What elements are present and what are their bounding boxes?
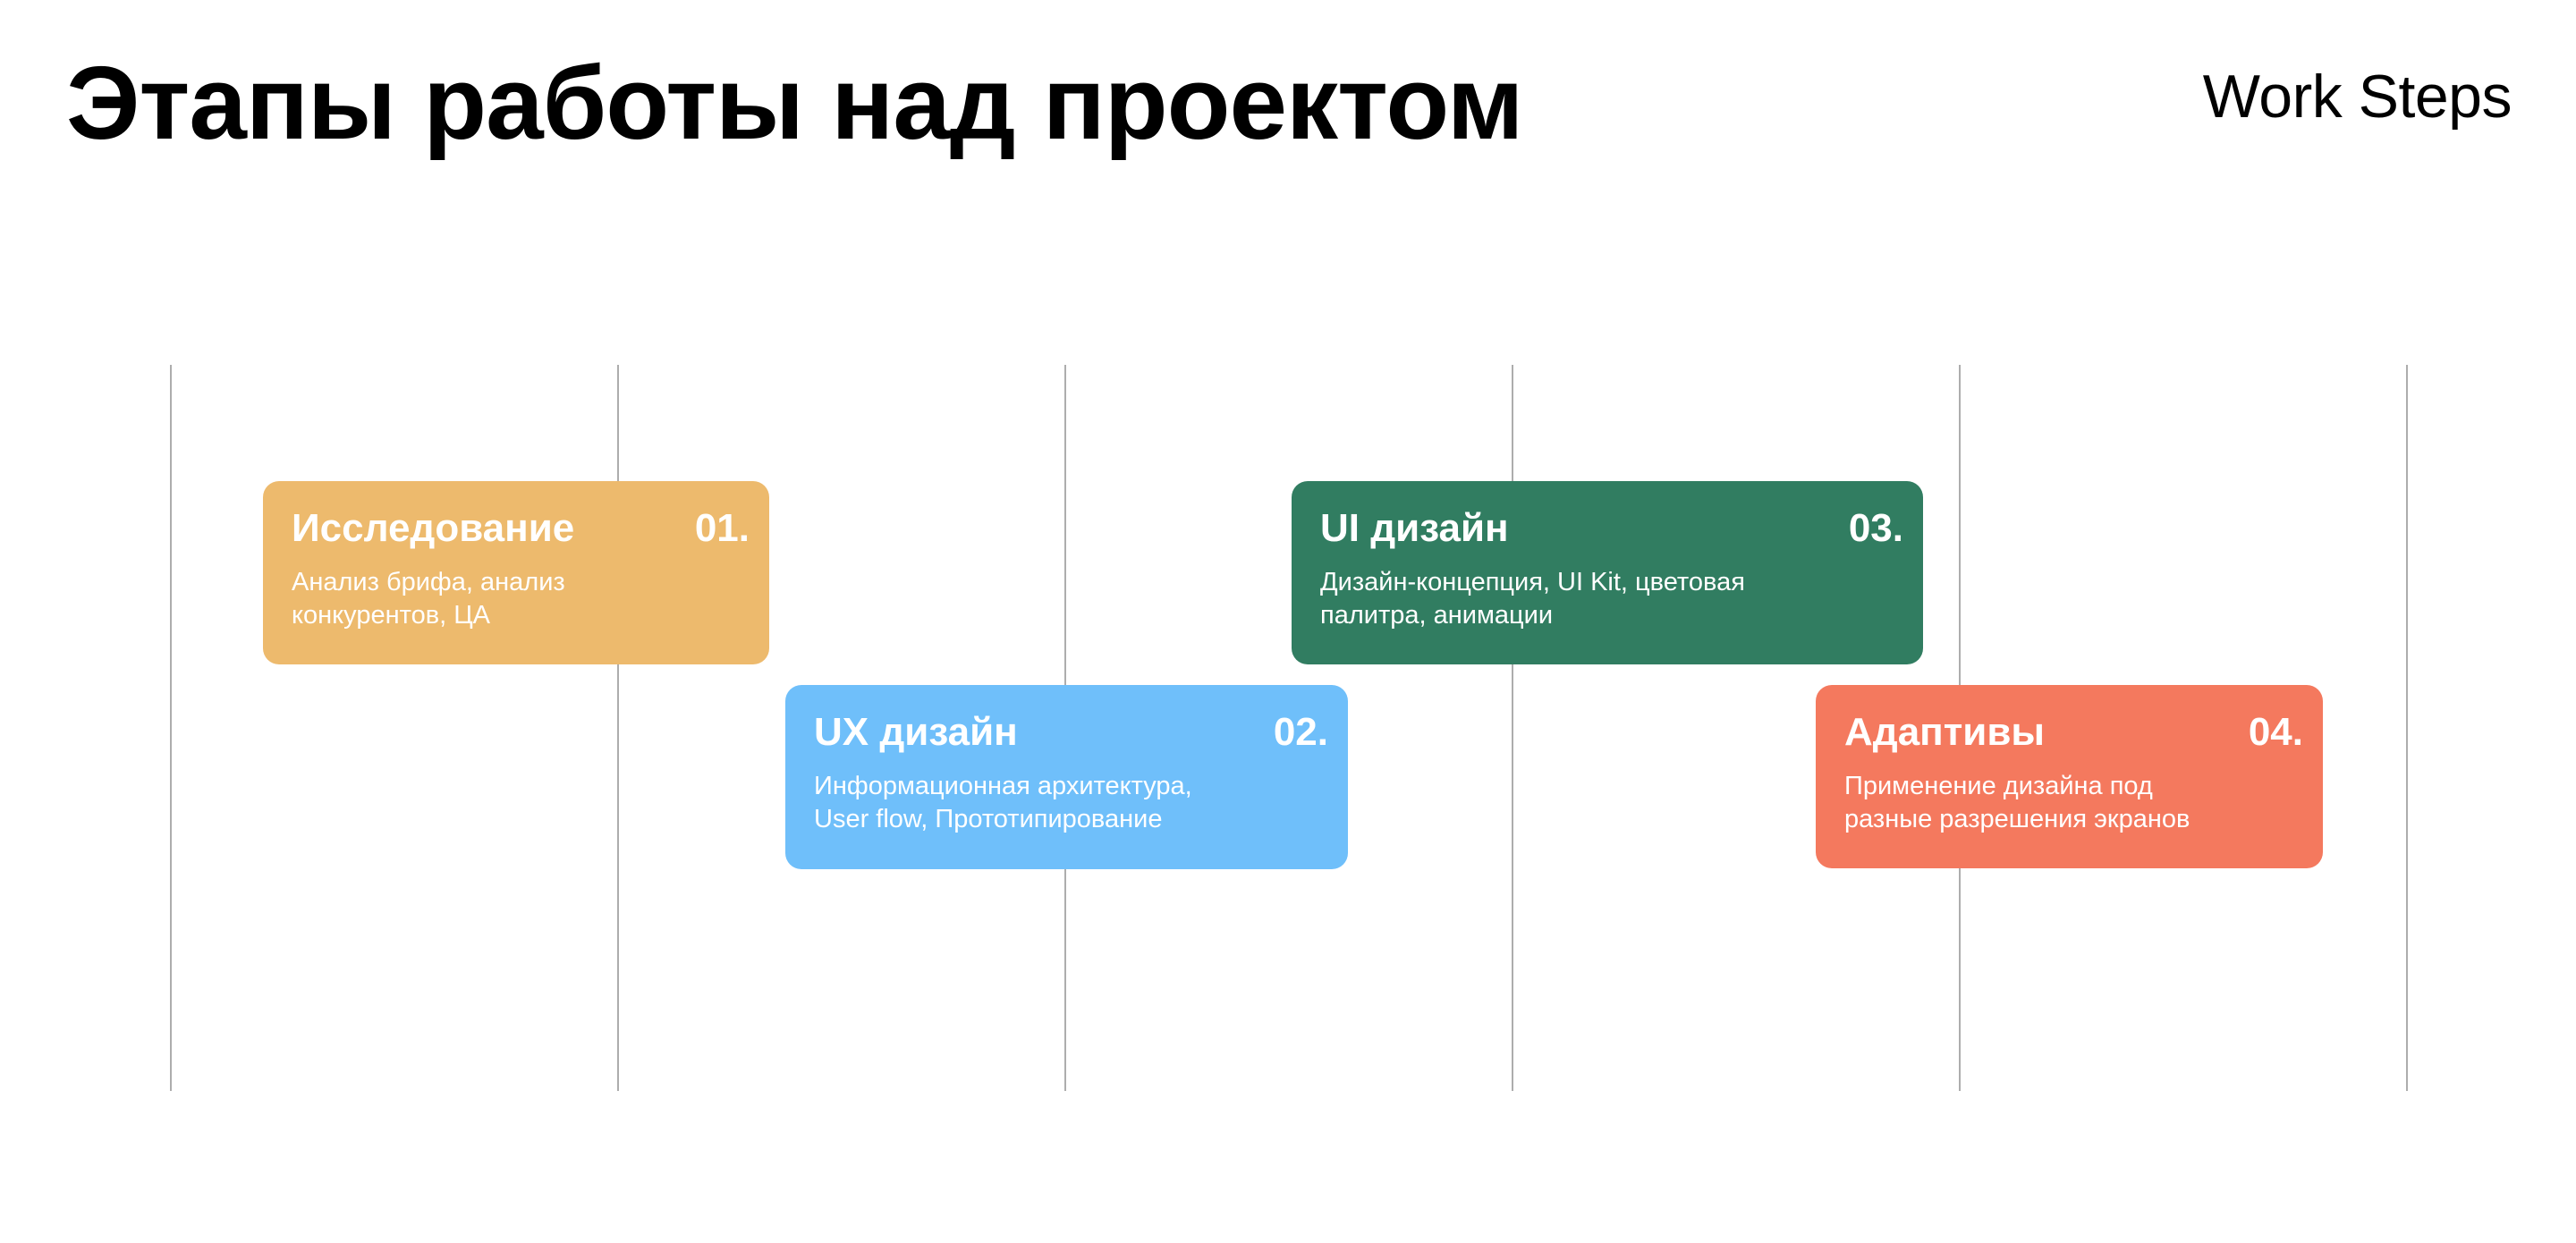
step-number: 04. <box>2248 710 2303 754</box>
grid-line <box>170 365 172 1091</box>
grid-line <box>1512 365 1513 1091</box>
step-title: Адаптивы <box>1844 710 2045 754</box>
step-title: Исследование <box>292 506 575 550</box>
step-card-ui-design: UI дизайн 03. Дизайн-концепция, UI Kit, … <box>1292 481 1923 664</box>
grid-line <box>617 365 619 1091</box>
grid-line <box>2406 365 2408 1091</box>
step-card-header: UX дизайн 02. <box>814 710 1328 756</box>
page-title: Этапы работы над проектом <box>66 45 1524 161</box>
step-description: Информационная архитектура, User flow, П… <box>814 771 1192 833</box>
step-description: Анализ брифа, анализ конкурентов, ЦА <box>292 567 565 630</box>
step-description: Применение дизайна под разные разрешения… <box>1844 771 2190 833</box>
step-card-header: UI дизайн 03. <box>1320 506 1903 552</box>
step-title: UI дизайн <box>1320 506 1509 550</box>
step-card-adaptive: Адаптивы 04. Применение дизайна под разн… <box>1816 685 2323 868</box>
step-card-header: Адаптивы 04. <box>1844 710 2303 756</box>
step-number: 02. <box>1273 710 1328 754</box>
step-title: UX дизайн <box>814 710 1018 754</box>
step-number: 03. <box>1848 506 1903 550</box>
step-number: 01. <box>694 506 750 550</box>
step-description: Дизайн-концепция, UI Kit, цветовая палит… <box>1320 567 1745 630</box>
step-card-research: Исследование 01. Анализ брифа, анализ ко… <box>263 481 769 664</box>
page-subtitle: Work Steps <box>2202 63 2512 131</box>
step-card-header: Исследование 01. <box>292 506 750 552</box>
step-card-ux-design: UX дизайн 02. Информационная архитектура… <box>785 685 1348 869</box>
